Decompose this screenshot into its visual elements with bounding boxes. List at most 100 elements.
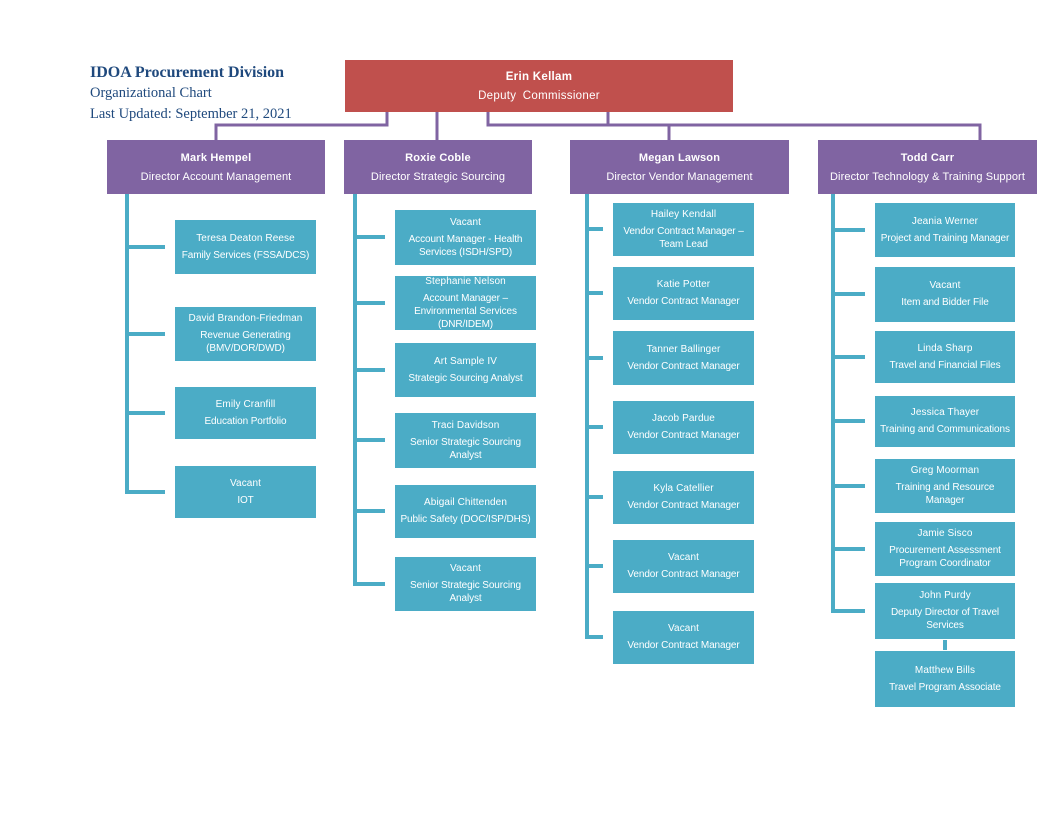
person-role: Vendor Contract Manager	[627, 430, 740, 441]
person-role: Strategic Sourcing Analyst	[408, 372, 523, 384]
member-node: Stephanie Nelson Account Manager – Envir…	[395, 276, 536, 330]
member-node: Vacant Account Manager - Health Services…	[395, 210, 536, 265]
director-node-technology-training: Todd Carr Director Technology & Training…	[818, 140, 1037, 194]
connector-column-2-stubs	[353, 235, 385, 586]
person-role: Public Safety (DOC/ISP/DHS)	[400, 514, 531, 525]
person-name: Art Sample IV	[434, 355, 497, 367]
person-role: Travel and Financial Files	[889, 359, 1001, 371]
member-node: Matthew Bills Travel Program Associate	[875, 651, 1015, 707]
connector-column-1-stubs	[125, 245, 165, 494]
person-name: Abigail Chittenden	[424, 497, 507, 508]
person-name: Vacant	[450, 563, 481, 574]
person-role: Vendor Contract Manager	[627, 569, 740, 580]
person-role: Senior Strategic Sourcing Analyst	[410, 580, 521, 604]
person-role: Training and Resource Manager	[895, 482, 995, 506]
member-node: Jeania Werner Project and Training Manag…	[875, 203, 1015, 257]
person-name: Katie Potter	[656, 279, 711, 290]
person-role: Vendor Contract Manager	[627, 360, 740, 372]
person-role: Director Strategic Sourcing	[370, 170, 506, 183]
person-name: Kyla Catellier	[653, 483, 714, 494]
person-role: Travel Program Associate	[889, 681, 1001, 693]
member-node: Jamie Sisco Procurement Assessment Progr…	[875, 522, 1015, 576]
root-node: Erin Kellam Deputy Commissioner	[345, 60, 733, 112]
member-node: Katie Potter Vendor Contract Manager	[613, 267, 754, 320]
director-node-strategic-sourcing: Roxie Coble Director Strategic Sourcing	[344, 140, 532, 194]
person-role: Vendor Contract Manager – Team Lead	[623, 225, 744, 250]
person-name: Teresa Deaton Reese	[196, 232, 295, 244]
chart-title-block: IDOA Procurement Division Organizational…	[90, 62, 292, 125]
person-name: John Purdy	[919, 590, 971, 601]
member-node: Emily Cranfill Education Portfolio	[175, 387, 316, 439]
person-name: Greg Moorman	[910, 465, 980, 476]
person-name: Jessica Thayer	[910, 407, 980, 418]
director-node-account-management: Mark Hempel Director Account Management	[107, 140, 325, 194]
member-node: Teresa Deaton Reese Family Services (FSS…	[175, 220, 316, 274]
person-role: Director Account Management	[140, 170, 292, 183]
person-role: Procurement Assessment Program Coordinat…	[889, 545, 1001, 569]
member-node: Vacant Vendor Contract Manager	[613, 540, 754, 593]
person-role: Revenue Generating (BMV/DOR/DWD)	[200, 330, 291, 354]
member-node: Vacant IOT	[175, 466, 316, 518]
chart-title: IDOA Procurement Division	[90, 64, 285, 81]
person-role: Item and Bidder File	[901, 297, 989, 308]
person-name: Emily Cranfill	[215, 398, 276, 410]
person-role: Vendor Contract Manager	[627, 640, 740, 651]
connector-column-3-stubs	[585, 227, 603, 639]
person-role: Director Technology & Training Support	[830, 170, 1025, 183]
member-node: Vacant Item and Bidder File	[875, 267, 1015, 322]
person-name: Vacant	[668, 552, 699, 563]
person-name: Matthew Bills	[914, 664, 976, 676]
person-name: David Brandon-Friedman	[188, 313, 303, 324]
member-node: Art Sample IV Strategic Sourcing Analyst	[395, 343, 536, 397]
connector-root-to-director-3	[486, 112, 671, 140]
person-name: Todd Carr	[900, 151, 955, 164]
connector-column-4-stubs	[831, 228, 865, 613]
person-name: Stephanie Nelson	[425, 275, 506, 287]
member-node: Jessica Thayer Training and Communicatio…	[875, 396, 1015, 447]
member-node: Kyla Catellier Vendor Contract Manager	[613, 471, 754, 524]
member-node: Vacant Vendor Contract Manager	[613, 611, 754, 664]
person-role: Deputy Commissioner	[478, 89, 600, 102]
person-name: Linda Sharp	[917, 342, 973, 354]
person-role: Deputy Director of Travel Services	[890, 607, 1000, 631]
person-name: Megan Lawson	[638, 151, 721, 164]
member-node: Abigail Chittenden Public Safety (DOC/IS…	[395, 485, 536, 538]
person-role: Director Vendor Management	[606, 170, 753, 183]
chart-updated: Last Updated: September 21, 2021	[90, 106, 292, 122]
person-name: Traci Davidson	[431, 419, 500, 431]
connector-root-to-director-4	[606, 112, 982, 140]
member-node: John Purdy Deputy Director of Travel Ser…	[875, 583, 1015, 639]
person-role: Family Services (FSSA/DCS)	[181, 249, 310, 261]
person-name: Jacob Pardue	[652, 413, 715, 424]
person-name: Mark Hempel	[180, 151, 252, 164]
person-role: Vendor Contract Manager	[627, 296, 740, 307]
person-role: Senior Strategic Sourcing Analyst	[410, 436, 521, 461]
person-name: Roxie Coble	[405, 151, 471, 164]
member-node: Greg Moorman Training and Resource Manag…	[875, 459, 1015, 513]
member-node: Tanner Ballinger Vendor Contract Manager	[613, 331, 754, 385]
member-node: Traci Davidson Senior Strategic Sourcing…	[395, 413, 536, 468]
person-role: Account Manager - Health Services (ISDH/…	[408, 233, 523, 258]
person-role: Project and Training Manager	[880, 232, 1010, 244]
person-name: Hailey Kendall	[650, 208, 717, 220]
director-node-vendor-management: Megan Lawson Director Vendor Management	[570, 140, 789, 194]
person-role: Vendor Contract Manager	[627, 500, 740, 511]
person-name: Vacant	[929, 280, 961, 291]
member-node: David Brandon-Friedman Revenue Generatin…	[175, 307, 316, 361]
person-name: Vacant	[230, 477, 261, 489]
chart-subtitle: Organizational Chart	[90, 85, 212, 101]
person-role: Education Portfolio	[204, 415, 287, 427]
member-node: Vacant Senior Strategic Sourcing Analyst	[395, 557, 536, 611]
member-node: Linda Sharp Travel and Financial Files	[875, 331, 1015, 383]
person-role: Training and Communications	[880, 424, 1010, 435]
member-node: Hailey Kendall Vendor Contract Manager –…	[613, 203, 754, 256]
person-name: Erin Kellam	[505, 70, 573, 83]
person-role: IOT	[237, 494, 254, 506]
person-name: Jeania Werner	[911, 215, 979, 227]
person-role: Account Manager – Environmental Services…	[414, 292, 517, 330]
person-name: Tanner Ballinger	[646, 343, 721, 355]
person-name: Vacant	[450, 216, 481, 228]
member-node: Jacob Pardue Vendor Contract Manager	[613, 401, 754, 454]
person-name: Vacant	[668, 623, 699, 634]
